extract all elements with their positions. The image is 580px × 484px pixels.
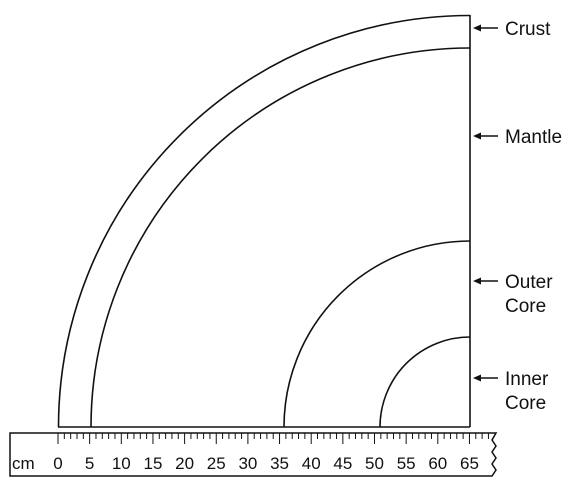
ruler-tick-label: 60 [428, 454, 447, 473]
mantle-label: Mantle [505, 127, 562, 148]
outer-core-label-line2: Core [505, 296, 546, 317]
ruler-tick-label: 50 [365, 454, 384, 473]
mantle-arrow [473, 132, 498, 140]
ruler-labels: 0 5 10 15 20 25 30 35 40 45 50 55 60 65 [53, 454, 479, 473]
ruler-ticks [57, 433, 489, 444]
ruler-tick-label: 65 [460, 454, 479, 473]
ruler-unit-label: cm [12, 454, 35, 473]
inner-core-outer-boundary [379, 336, 471, 428]
inner-core-label-line2: Core [505, 393, 546, 414]
outer-core-label-line1: Outer [505, 272, 553, 293]
ruler-tick-label: 40 [302, 454, 321, 473]
ruler-tick-label: 25 [207, 454, 226, 473]
crust-label: Crust [505, 19, 551, 40]
centimeter-ruler: cm 0 5 10 15 20 25 30 35 40 45 50 55 60 65 [9, 432, 498, 477]
outer-core-outer-boundary [283, 240, 471, 428]
inner-core-arrow [473, 374, 498, 382]
ruler-tick-label: 20 [175, 454, 194, 473]
ruler-tick-label: 15 [143, 454, 162, 473]
ruler-tick-label: 45 [333, 454, 352, 473]
outer-core-arrow [473, 277, 498, 285]
ruler-tick-label: 5 [85, 454, 94, 473]
ruler-tick-label: 10 [112, 454, 131, 473]
crust-outer-boundary [57, 14, 471, 428]
inner-core-label-line1: Inner [505, 369, 549, 390]
ruler-tick-label: 0 [53, 454, 62, 473]
mantle-outer-boundary [90, 47, 471, 428]
crust-arrow [473, 24, 498, 32]
ruler-tick-label: 30 [238, 454, 257, 473]
ruler-tick-label: 55 [397, 454, 416, 473]
ruler-tick-label: 35 [270, 454, 289, 473]
